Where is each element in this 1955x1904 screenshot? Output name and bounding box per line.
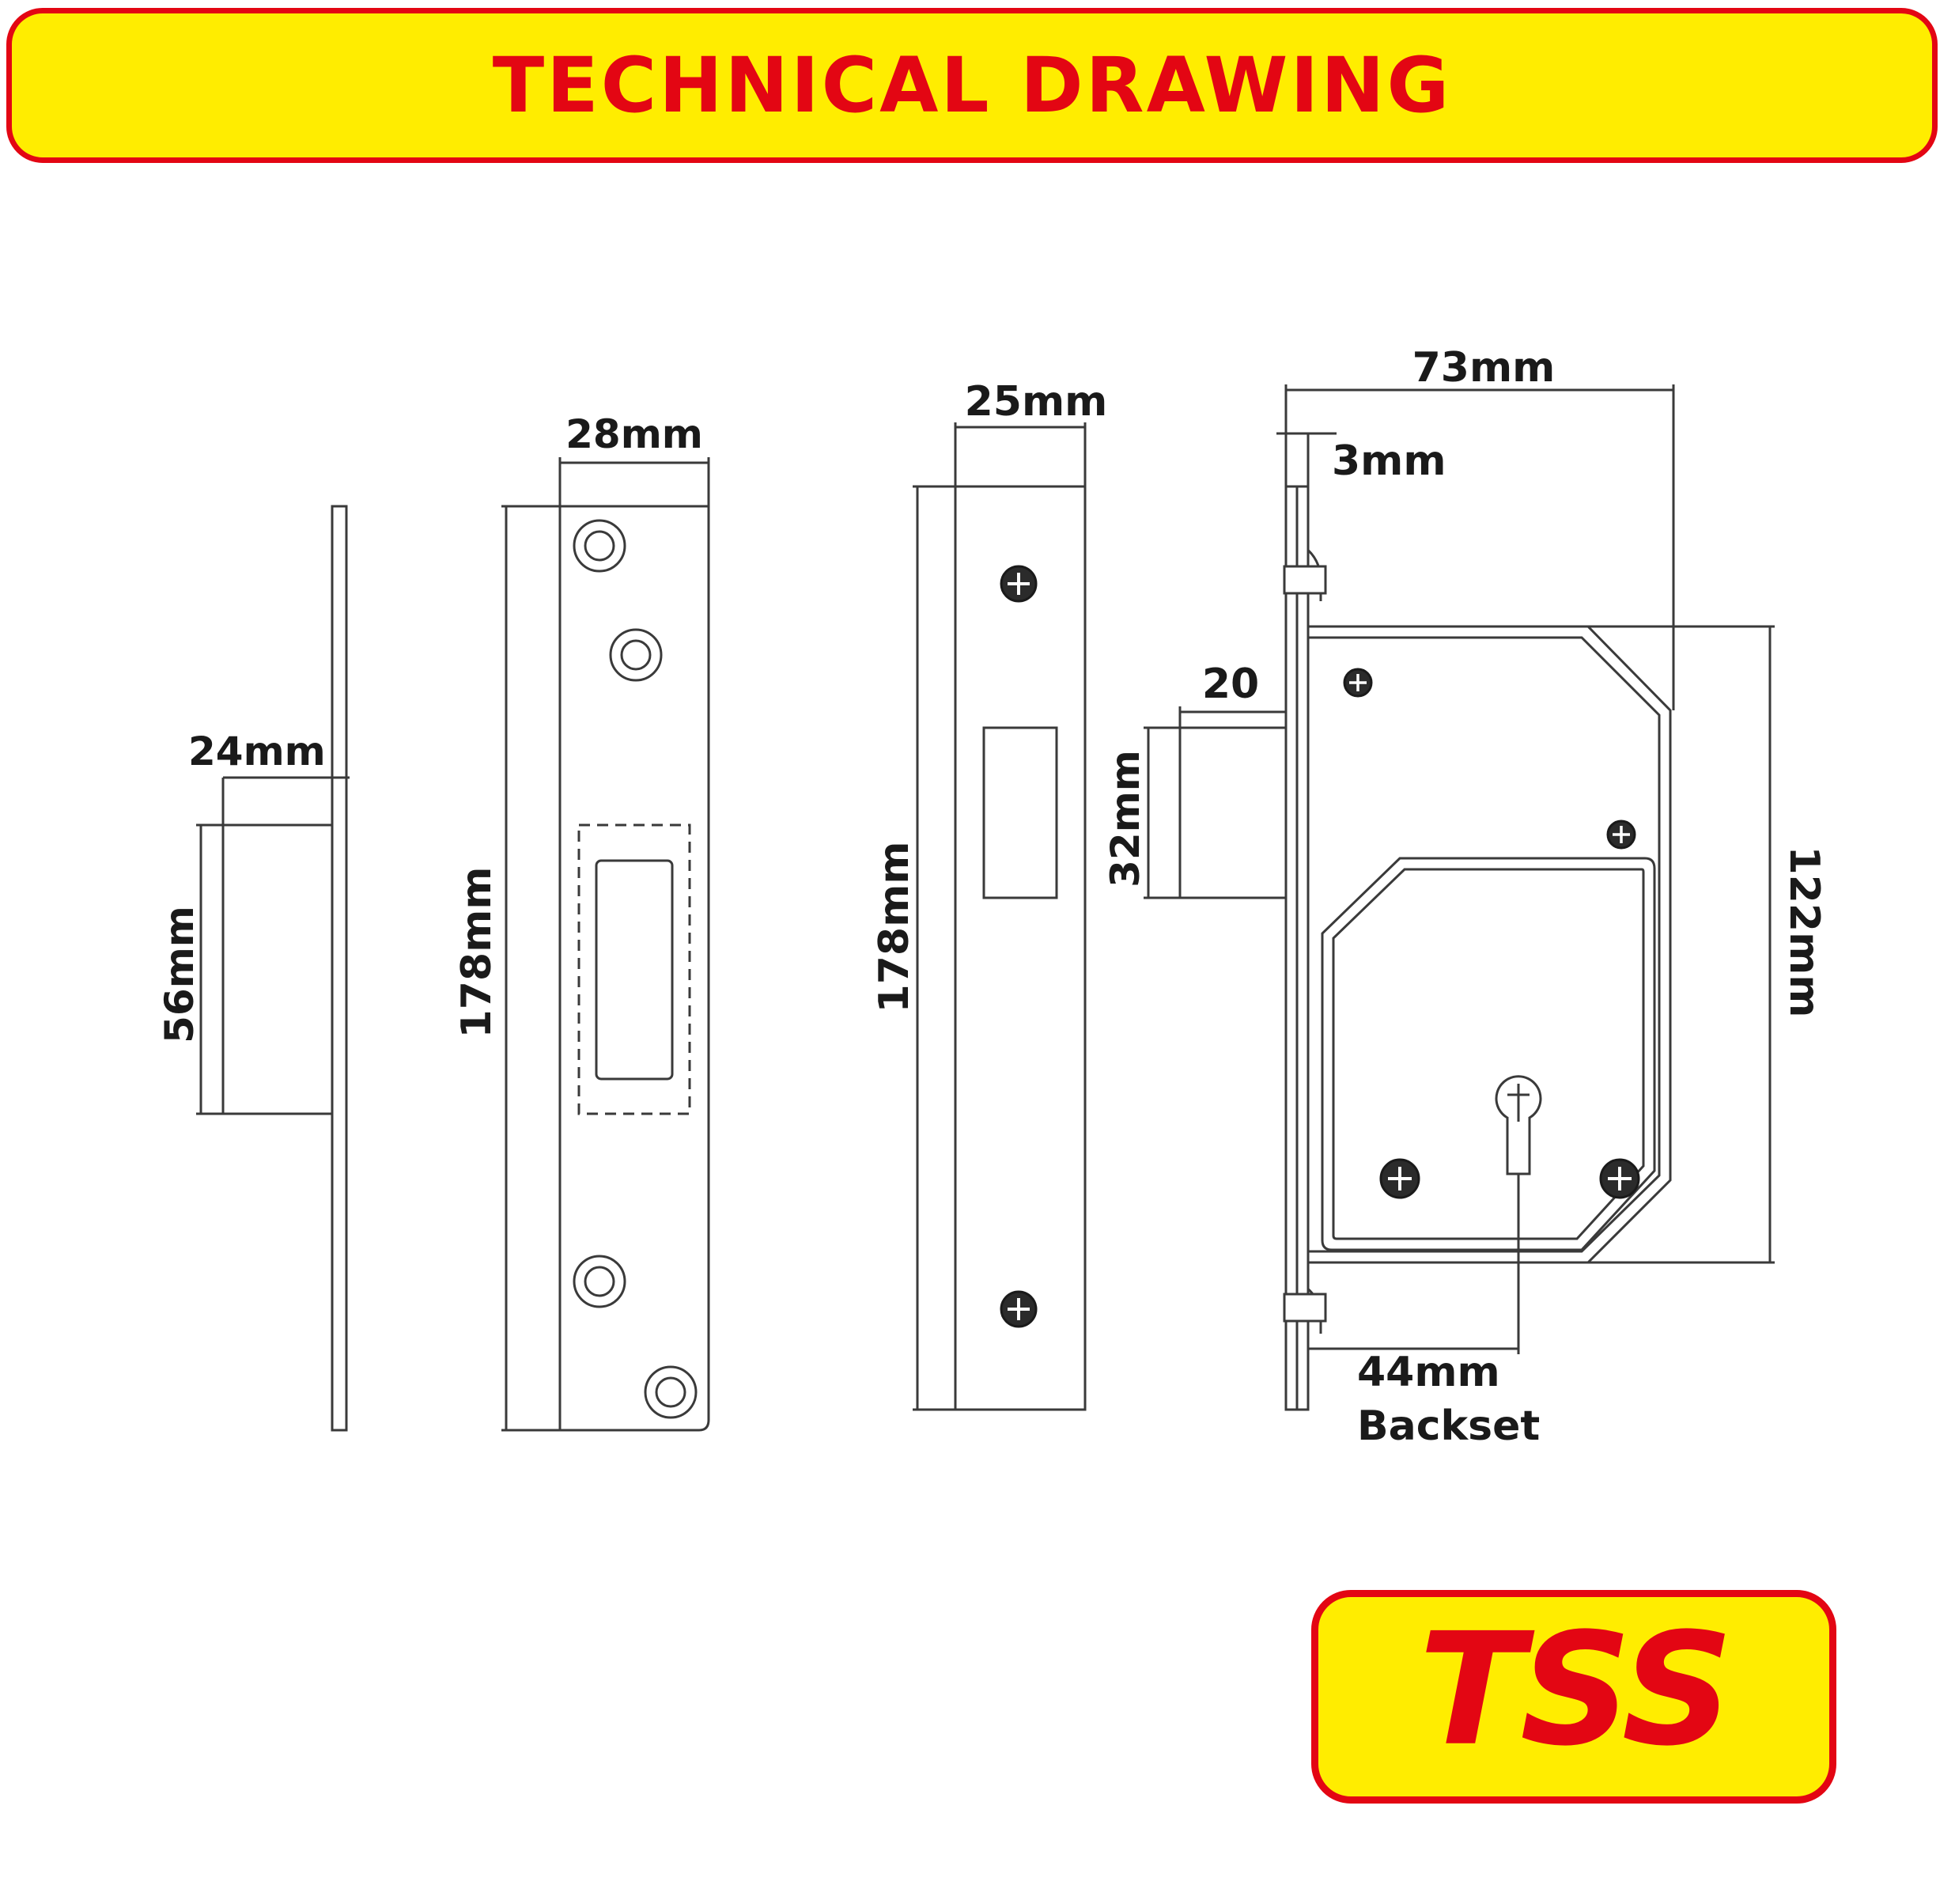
- strike-box-outline-dashed: [577, 823, 691, 1115]
- label-backset: Backset: [1357, 1402, 1540, 1450]
- forend-plate: [954, 485, 1087, 1411]
- screw-hole: [609, 628, 663, 682]
- screw-icon: [1599, 1158, 1640, 1199]
- strike-side-plate: [331, 505, 348, 1432]
- screw-icon: [1000, 1290, 1038, 1328]
- fixing-tab: [1283, 1293, 1327, 1323]
- header-banner: TECHNICAL DRAWING: [6, 8, 1938, 163]
- screws: [1000, 565, 1640, 1328]
- label-backset-value: 44mm: [1357, 1349, 1500, 1396]
- strike-plate-view: [501, 457, 710, 1432]
- tss-logo: TSS: [1311, 1590, 1836, 1804]
- strike-opening: [595, 859, 674, 1081]
- label-122mm: 122mm: [1780, 846, 1828, 1018]
- screw-hole: [644, 1365, 698, 1419]
- strike-side-box: [221, 823, 334, 1115]
- bolt: [1178, 726, 1288, 899]
- page-title: TECHNICAL DRAWING: [492, 41, 1452, 130]
- fixing-tab: [1283, 565, 1327, 595]
- screw-icon: [1343, 668, 1373, 698]
- strike-side-view: [196, 505, 350, 1432]
- keyhole: [1495, 1075, 1542, 1175]
- logo-text: TSS: [1419, 1600, 1729, 1781]
- forend-view: [913, 422, 1087, 1411]
- screw-icon: [1606, 820, 1636, 850]
- screw-hole: [573, 519, 626, 573]
- strike-plate: [558, 505, 710, 1432]
- label-178mm-forend: 178mm: [871, 842, 918, 1013]
- screw-icon: [1379, 1158, 1420, 1199]
- screw-icon: [1000, 565, 1038, 603]
- label-178mm-strike: 178mm: [453, 867, 501, 1039]
- label-20: 20: [1202, 661, 1259, 708]
- screw-hole: [573, 1255, 626, 1308]
- lock-body-view: [1144, 384, 1775, 1411]
- cover-plate: [1321, 857, 1656, 1251]
- label-73mm: 73mm: [1412, 344, 1556, 392]
- label-25mm: 25mm: [965, 378, 1108, 426]
- label-24mm: 24mm: [188, 729, 326, 774]
- label-3mm: 3mm: [1332, 437, 1446, 485]
- label-32mm: 32mm: [1102, 750, 1148, 888]
- bolt-opening: [982, 726, 1058, 899]
- label-56mm: 56mm: [157, 906, 202, 1043]
- label-28mm: 28mm: [565, 411, 703, 457]
